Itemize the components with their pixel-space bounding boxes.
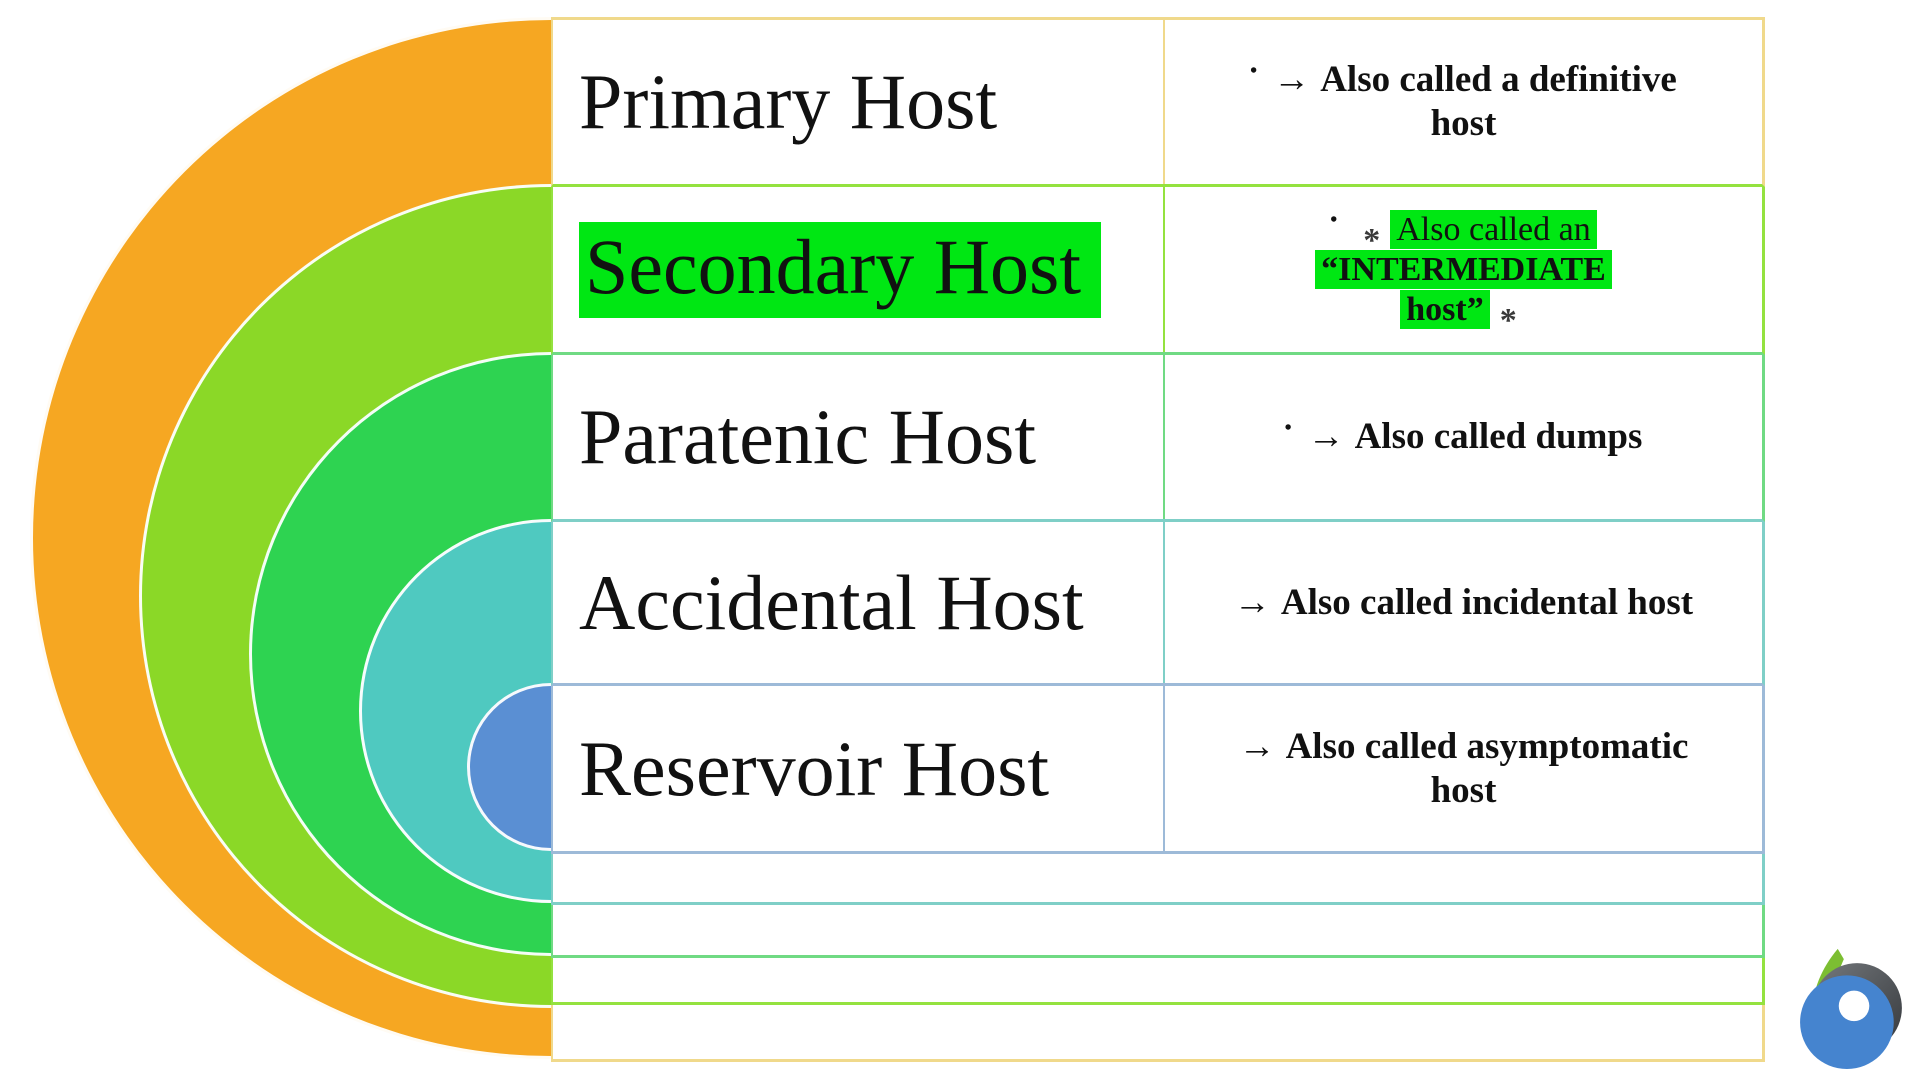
row-label-highlighted: Secondary Host: [579, 221, 1102, 318]
row-label-cell: Primary Host: [553, 20, 1165, 184]
highlighted-text: Also called an: [1390, 209, 1597, 249]
arrow-icon: →: [1238, 725, 1276, 767]
note-line: • →Also called a definitive: [1250, 58, 1677, 102]
empty-row: [551, 1005, 1765, 1062]
host-table: Primary Host • →Also called a definitive …: [551, 17, 1765, 1062]
row-note-cell: •*Also called an “INTERMEDIATE host”*: [1165, 187, 1762, 352]
note-text: Also called asymptomatic: [1285, 725, 1689, 767]
bullet-icon: •: [1330, 208, 1338, 231]
ball-shape: [1800, 975, 1894, 1070]
row-note-cell: →Also called asymptomatic host: [1165, 686, 1762, 851]
row-label: Primary Host: [579, 58, 998, 145]
row-label-cell: Paratenic Host: [553, 355, 1165, 519]
table-row-primary-host: Primary Host • →Also called a definitive …: [551, 20, 1765, 187]
row-label: Reservoir Host: [579, 724, 1050, 812]
asterisk: *: [1499, 302, 1517, 340]
row-label: Accidental Host: [579, 558, 1084, 646]
bullet-icon: •: [1250, 60, 1258, 83]
note-line: →Also called asymptomatic: [1239, 725, 1689, 769]
b-leaf-logo-icon: [1800, 948, 1902, 1070]
highlighted-text: host”: [1400, 290, 1490, 330]
note-text: Also called a definitive: [1320, 59, 1677, 101]
row-label-cell: Reservoir Host: [553, 686, 1165, 851]
bullet-icon: •: [1284, 417, 1292, 440]
note-line: “INTERMEDIATE: [1315, 249, 1612, 290]
empty-row: [551, 905, 1765, 958]
nested-circles-diagram: [0, 0, 551, 1080]
note-line: host: [1430, 103, 1497, 144]
note-line: • →Also called dumps: [1285, 415, 1643, 459]
empty-row: [551, 854, 1765, 905]
highlighted-text: “INTERMEDIATE: [1315, 249, 1612, 289]
asterisk: *: [1363, 222, 1381, 260]
table-row-accidental-host: Accidental Host →Also called incidental …: [551, 522, 1765, 686]
arrow-icon: →: [1233, 581, 1271, 623]
arrow-icon: →: [1273, 59, 1311, 101]
note-text: Also called incidental host: [1280, 581, 1694, 623]
table-row-paratenic-host: Paratenic Host • →Also called dumps: [551, 355, 1765, 522]
table-row-secondary-host: Secondary Host •*Also called an “INTERME…: [551, 187, 1765, 355]
row-note-cell: →Also called incidental host: [1165, 522, 1762, 683]
note-line: host”*: [1400, 290, 1526, 339]
empty-row: [551, 958, 1765, 1005]
row-label: Paratenic Host: [579, 393, 1037, 480]
row-note-cell: • →Also called dumps: [1165, 355, 1762, 519]
table-row-reservoir-host: Reservoir Host →Also called asymptomatic…: [551, 686, 1765, 854]
arrow-icon: →: [1307, 416, 1345, 458]
row-label-cell: Accidental Host: [553, 522, 1165, 683]
note-line: →Also called incidental host: [1234, 581, 1693, 625]
note-line: • *Also called an: [1330, 208, 1597, 259]
row-label-cell: Secondary Host: [553, 187, 1165, 352]
ball-hole: [1838, 990, 1870, 1022]
row-note-cell: • →Also called a definitive host: [1165, 20, 1762, 184]
note-line: host: [1430, 769, 1497, 811]
note-text: Also called dumps: [1354, 416, 1643, 458]
